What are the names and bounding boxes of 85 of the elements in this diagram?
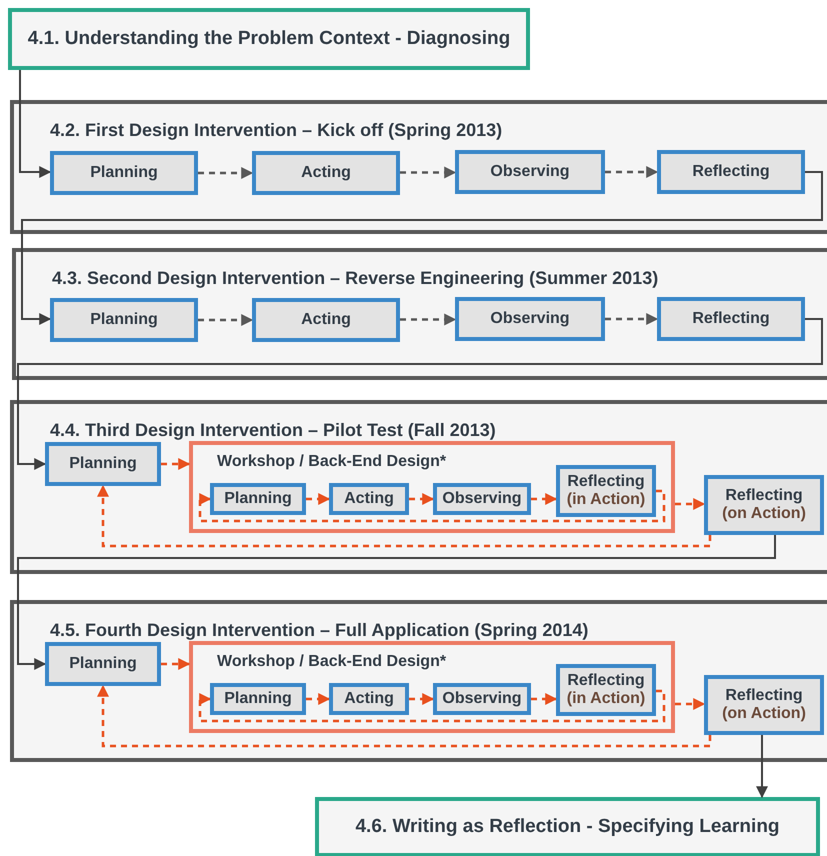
step-label: Planning [224, 690, 292, 708]
step-label: Reflecting [725, 486, 803, 505]
arrow [97, 684, 712, 748]
intervention-panel [10, 100, 827, 234]
intervention-panel [10, 400, 827, 574]
arrow [161, 658, 190, 670]
step-box [455, 150, 605, 194]
step-label: Observing [490, 162, 570, 182]
arrow [409, 693, 434, 705]
arrow [531, 693, 558, 705]
step-box [657, 150, 805, 194]
phase-box [315, 797, 820, 856]
step-label: Acting [301, 164, 351, 182]
arrow [306, 693, 330, 705]
panel-title: 4.2. First Design Intervention – Kick off (Spring 2013) [50, 120, 502, 141]
step-label: Observing [442, 490, 522, 508]
step-label: Reflecting [692, 162, 770, 182]
step-box [433, 483, 531, 515]
step-box [50, 151, 198, 195]
step-box [329, 483, 409, 515]
arrow [605, 313, 658, 325]
arrow [409, 493, 434, 505]
step-label: Planning [90, 164, 158, 182]
arrow [400, 314, 456, 326]
step-box [556, 664, 656, 716]
panel-title: Workshop / Back-End Design* [217, 453, 446, 471]
step-label: Reflecting [725, 686, 803, 705]
arrow [198, 490, 666, 522]
arrow [198, 690, 666, 722]
step-box [433, 683, 531, 715]
step-label: Reflecting [567, 472, 645, 491]
step-box [252, 151, 400, 195]
panel-title: 4.4. Third Design Intervention – Pilot Test (Fall 2013) [50, 420, 496, 441]
arrow [605, 166, 658, 178]
arrow [198, 167, 254, 179]
step-box [329, 683, 409, 715]
arrow [306, 493, 330, 505]
step-box [50, 298, 198, 342]
step-qualifier: (on Action) [722, 505, 806, 524]
arrow [675, 498, 706, 510]
phase-title: 4.1. Understanding the Problem Context - Diagnosing [28, 28, 510, 50]
arrow [531, 493, 558, 505]
workshop-panel [189, 441, 675, 533]
step-qualifier: (in Action) [566, 690, 646, 708]
step-label: Planning [224, 490, 292, 508]
step-label: Acting [344, 490, 394, 508]
step-qualifier: (in Action) [566, 491, 646, 510]
step-label: Reflecting [567, 672, 645, 690]
step-label: Planning [90, 310, 158, 330]
arrow [17, 535, 776, 670]
step-box [45, 642, 161, 686]
arrow [400, 166, 456, 178]
step-box [455, 297, 605, 341]
arrow [17, 318, 823, 470]
step-box [210, 483, 306, 515]
arrow [675, 698, 706, 710]
step-box [657, 297, 805, 341]
step-label: Acting [344, 690, 394, 708]
step-label: Acting [301, 310, 351, 330]
panel-title: 4.5. Fourth Design Intervention – Full Application (Spring 2014) [50, 620, 588, 641]
step-label: Planning [69, 654, 137, 674]
phase-box [8, 8, 530, 70]
phase-title: 4.6. Writing as Reflection - Specifying Learning [355, 816, 780, 838]
step-box [704, 475, 824, 535]
step-label: Observing [490, 310, 570, 328]
arrow [97, 484, 712, 548]
step-box [45, 442, 161, 486]
workshop-panel [189, 641, 675, 733]
arrow [21, 171, 823, 325]
step-box [556, 465, 656, 517]
intervention-panel [12, 248, 827, 380]
intervention-panel [10, 600, 827, 762]
step-qualifier: (on Action) [722, 705, 806, 724]
step-box [252, 298, 400, 342]
arrow [19, 70, 52, 178]
step-label: Planning [69, 454, 137, 474]
step-label: Reflecting [692, 310, 770, 328]
arrow [756, 735, 768, 798]
step-box [704, 675, 824, 735]
step-box [210, 683, 306, 715]
step-label: Observing [442, 690, 522, 708]
panel-title: 4.3. Second Design Intervention – Reverse Engineering (Summer 2013) [52, 268, 658, 289]
arrow [198, 314, 254, 326]
panel-title: Workshop / Back-End Design* [217, 653, 446, 671]
arrow [161, 458, 190, 470]
